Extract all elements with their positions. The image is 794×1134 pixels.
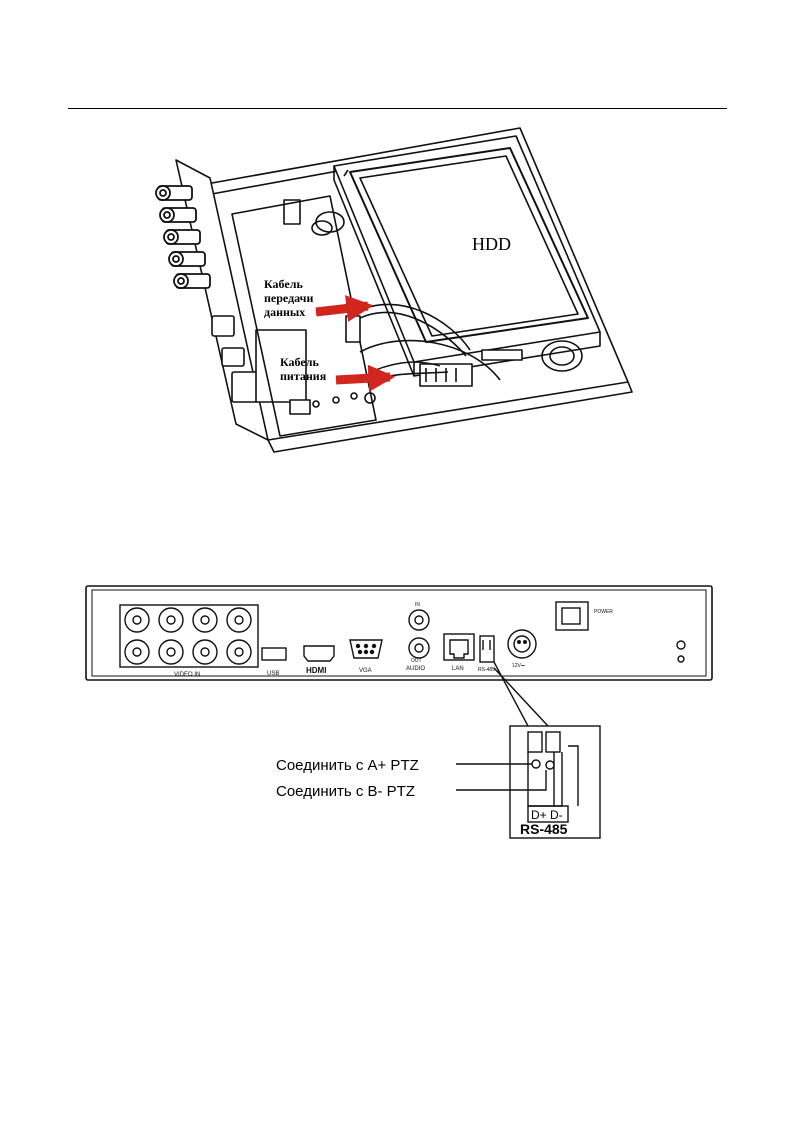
rs485-port	[479, 635, 495, 663]
audio-in-label: IN	[415, 602, 420, 608]
dc-power-port	[507, 629, 537, 659]
video-in-label: VIDEO IN	[174, 672, 200, 678]
connect-b-minus-text: Соединить с B- PTZ	[276, 783, 415, 800]
vga-label: VGA	[359, 668, 372, 674]
rear-panel-figure	[85, 585, 713, 727]
audio-label: AUDIO	[406, 666, 425, 672]
hdd-drive	[349, 147, 589, 343]
rear-panel-labels: VIDEO IN USB HDMI VGA IN OUT AUDIO LAN R…	[174, 602, 613, 678]
usb-port	[261, 647, 287, 661]
rs485-detail-box	[509, 725, 601, 839]
vga-port	[349, 639, 383, 659]
video-in-bnc-ports	[124, 607, 252, 665]
power12v-label: 12V⎓	[512, 663, 525, 669]
dvr-interior-figure	[155, 127, 633, 453]
ground-symbol	[676, 640, 686, 650]
hdd-label: HDD	[472, 234, 511, 254]
rs485-label: RS-485	[520, 821, 568, 837]
connect-a-plus-text: Соединить с A+ PTZ	[276, 757, 419, 774]
hdmi-label: HDMI	[306, 666, 326, 675]
power-cable-arrow	[335, 364, 396, 392]
audio-out-label: OUT	[411, 658, 422, 664]
data-cable-label-line3: данных	[264, 305, 305, 319]
bnc-connectors	[155, 185, 211, 289]
header-rule	[68, 108, 727, 109]
audio-out-port	[408, 637, 430, 659]
terminal-labels: D+ D-	[531, 808, 563, 822]
data-cable-label-line2: передачи	[264, 291, 313, 305]
power-cable-label-line1: Кабель	[280, 355, 319, 369]
lan-label: LAN	[452, 666, 464, 672]
video-in-block	[119, 604, 259, 668]
rear-panel-outline	[85, 585, 713, 681]
hdmi-port	[303, 645, 335, 662]
audio-in-port	[408, 609, 430, 631]
data-cable-arrow	[315, 295, 374, 322]
usb-label: USB	[267, 671, 279, 677]
data-cable-label-line1: Кабель	[264, 277, 303, 291]
power-cable-label-line2: питания	[280, 369, 327, 383]
power-switch	[555, 601, 589, 631]
b-minus-line	[456, 770, 547, 791]
power-switch-label: POWER	[594, 609, 613, 615]
lan-port	[443, 633, 475, 661]
rs485-small-label: RS-485	[478, 667, 495, 673]
rs485-detail	[456, 725, 601, 839]
